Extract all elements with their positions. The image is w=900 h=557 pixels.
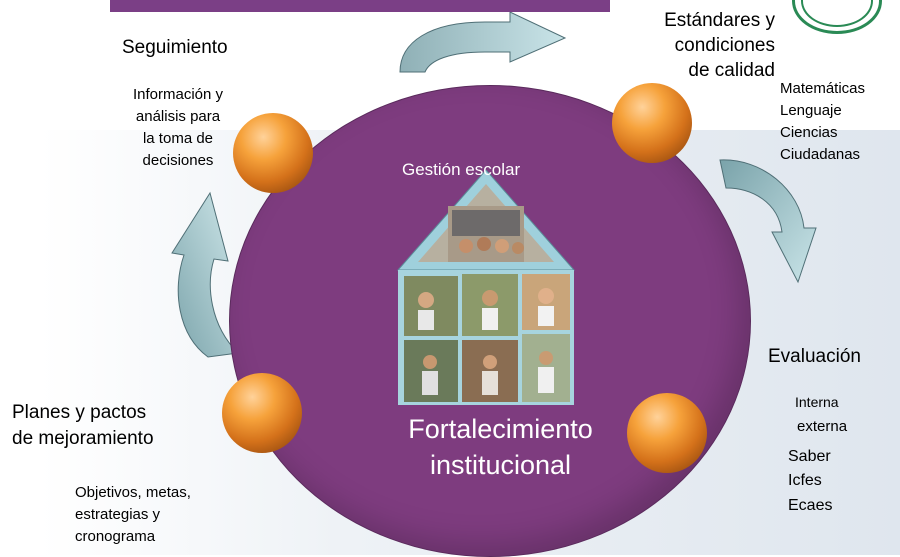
seguimiento-desc-line: Información y [132, 86, 224, 103]
node-evaluacion [627, 393, 707, 473]
arrow-top [399, 12, 567, 73]
evaluacion-item-interna: Interna [795, 394, 839, 410]
evaluacion-item-icfes: Icfes [788, 472, 822, 489]
seguimiento-desc: Información y análisis para la toma de d… [108, 84, 248, 172]
evaluacion-title: Evaluación [768, 346, 861, 367]
seguimiento-desc-line: decisiones [142, 152, 214, 169]
node-planes [222, 373, 302, 453]
estandares-item: Ciudadanas [780, 146, 861, 163]
fortalecimiento-line1: Fortalecimiento [408, 414, 593, 444]
seguimiento-desc-line: análisis para [135, 108, 221, 125]
house-graphic [396, 170, 576, 405]
planes-desc-line: cronograma [75, 528, 156, 545]
planes-title: Planes y pactos de mejoramiento [12, 400, 154, 452]
estandares-title-line: condiciones [674, 35, 775, 56]
planes-title-line: de mejoramiento [12, 428, 154, 449]
estandares-item: Lenguaje [780, 102, 842, 119]
top-bar [110, 0, 610, 12]
planes-desc-line: Objetivos, metas, [75, 484, 191, 501]
evaluacion-item-externa: externa [797, 418, 848, 435]
planes-desc: Objetivos, metas, estrategias y cronogra… [75, 482, 191, 548]
estandares-items: Matemáticas Lenguaje Ciencias Ciudadanas [780, 78, 865, 166]
arrow-right [719, 159, 817, 284]
logo-seal [792, 0, 882, 34]
estandares-title-line: Estándares y [664, 10, 775, 31]
estandares-item: Ciencias [780, 124, 838, 141]
seal-ring [801, 0, 873, 27]
arrow-left [171, 191, 240, 358]
gestion-escolar-label: Gestión escolar [402, 160, 521, 179]
fortalecimiento-line2: institucional [429, 450, 572, 480]
node-seguimiento [233, 113, 313, 193]
planes-title-line: Planes y pactos [12, 402, 147, 423]
estandares-title-line: de calidad [688, 60, 775, 81]
estandares-item: Matemáticas [780, 80, 866, 97]
evaluacion-item-ecaes: Ecaes [788, 497, 833, 514]
node-estandares [612, 83, 692, 163]
seguimiento-desc-line: la toma de [142, 130, 214, 147]
estandares-title: Estándares y condiciones de calidad [600, 8, 775, 83]
seguimiento-title: Seguimiento [122, 37, 228, 58]
evaluacion-item-saber: Saber [788, 448, 831, 465]
planes-desc-line: estrategias y [75, 506, 161, 523]
